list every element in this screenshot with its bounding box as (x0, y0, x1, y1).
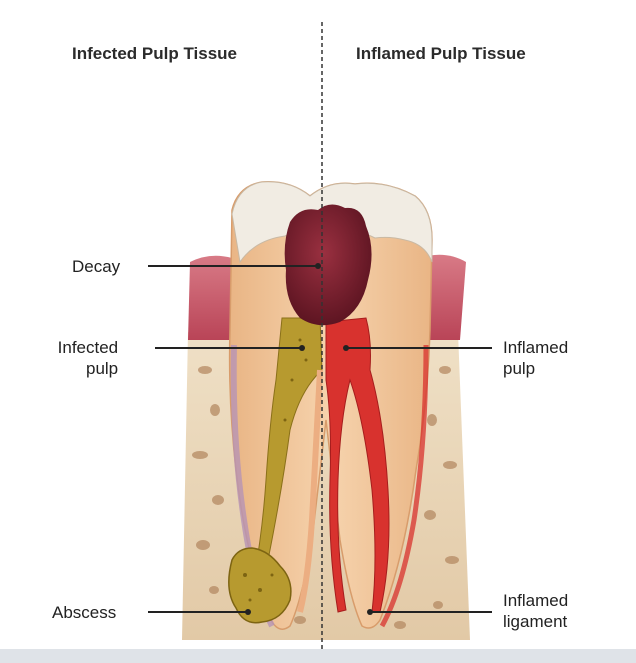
label-abscess: Abscess (52, 603, 117, 622)
bottom-bar (0, 649, 636, 663)
ligament-right (379, 344, 429, 628)
gum-tissue (188, 255, 232, 340)
heading-inflamed-pulp-tissue: Inflamed Pulp Tissue (356, 44, 526, 63)
leader-lines (148, 265, 492, 613)
abscess-speckles (243, 338, 308, 602)
label-inflamed-ligament-line1: Inflamed (503, 591, 569, 610)
label-infected-pulp-line2: pulp (86, 359, 119, 378)
abscess-mass (228, 547, 292, 624)
inflamed-pulp (325, 317, 390, 613)
label-inflamed-ligament-line2: ligament (503, 612, 568, 631)
label-inflamed-pulp: Inflamed pulp (503, 337, 568, 379)
label-infected-pulp: Infected pulp (56, 337, 119, 379)
decay-cavity (284, 204, 372, 326)
label-infected-pulp-line1: Infected (57, 338, 119, 357)
label-inflamed-ligament: Inflamed ligament (503, 590, 568, 632)
label-inflamed-pulp-line1: Inflamed (503, 338, 569, 357)
label-decay: Decay (72, 257, 121, 276)
heading-infected-pulp-tissue: Infected Pulp Tissue (72, 44, 238, 63)
label-inflamed-pulp-line2: pulp (503, 359, 536, 378)
leader-dots (245, 263, 373, 615)
left-inner-canal (297, 369, 323, 613)
